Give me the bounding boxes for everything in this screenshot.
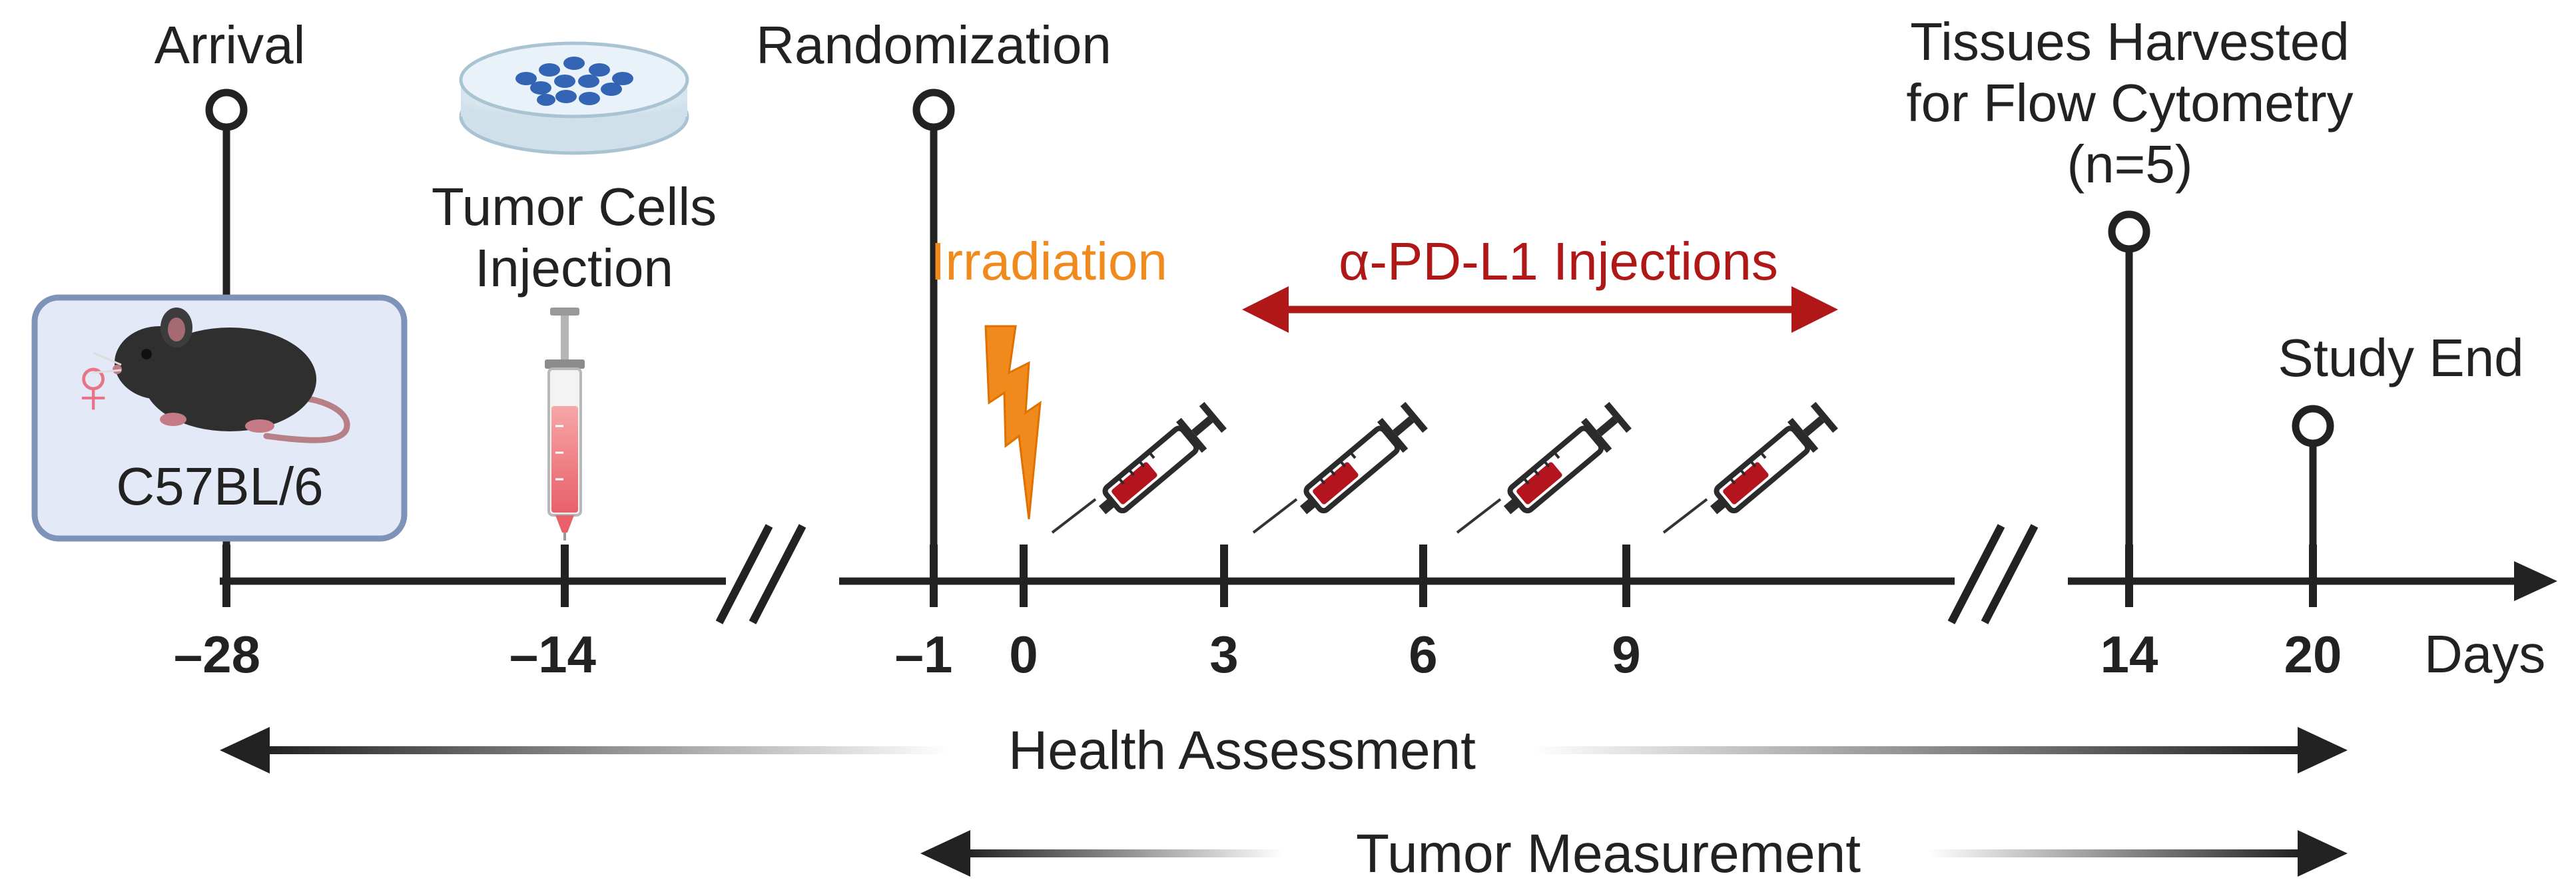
tumor-measurement-arrow: [920, 830, 2348, 877]
tick-label-20: 20: [2284, 625, 2342, 684]
study-end-marker: [2292, 405, 2334, 447]
tick-label-minus14: –14: [509, 625, 596, 684]
tick-label-6: 6: [1409, 625, 1437, 684]
mouse-card: ♀ C57BL/6: [31, 294, 408, 542]
tick-label-0: 0: [1009, 625, 1038, 684]
axis-unit-label: Days: [2424, 624, 2545, 684]
antibody-label: α-PD-L1 Injections: [1339, 232, 1778, 291]
female-symbol-icon: ♀: [63, 341, 123, 430]
study-end-label: Study End: [2278, 328, 2523, 387]
tick-label-9: 9: [1612, 625, 1640, 684]
tick-label-3: 3: [1209, 625, 1238, 684]
antibody-period-arrow: [1242, 286, 1838, 333]
axis-break-left: [715, 524, 839, 624]
syringe-icon: [1052, 400, 1228, 533]
health-assessment-arrow: [220, 727, 2348, 774]
harvest-label-line3: (n=5): [2067, 134, 2193, 194]
axis-arrowhead: [2514, 561, 2557, 601]
arrival-marker: [205, 89, 248, 131]
health-assessment-label: Health Assessment: [1008, 720, 1476, 781]
syringe-icon: [1253, 400, 1429, 533]
randomization-marker: [912, 89, 955, 131]
harvest-label-line1: Tissues Harvested: [1910, 12, 2350, 71]
syringe-icon: [1664, 400, 1839, 533]
harvest-label-line2: for Flow Cytometry: [1906, 73, 2353, 132]
randomization-label: Randomization: [756, 15, 1112, 75]
syringe-icon: [1457, 400, 1633, 533]
mouse-strain-label: C57BL/6: [116, 457, 323, 516]
syringe-icon: [545, 308, 585, 541]
irradiation-label: Irradiation: [930, 232, 1167, 291]
tick-label-minus1: –1: [895, 625, 953, 684]
tick-label-14: 14: [2100, 625, 2158, 684]
arrival-label: Arrival: [155, 15, 306, 75]
mouse-icon: [91, 308, 350, 443]
petri-dish-icon: [459, 41, 689, 155]
axis-break-right: [1947, 524, 2068, 624]
tumor-cells-label-line2: Injection: [475, 238, 673, 298]
harvest-marker: [2108, 210, 2150, 253]
tumor-cells-label-line1: Tumor Cells: [432, 177, 717, 236]
tick-label-minus28: –28: [174, 625, 260, 684]
lightning-icon: [984, 325, 1042, 520]
tumor-measurement-label: Tumor Measurement: [1356, 823, 1861, 884]
